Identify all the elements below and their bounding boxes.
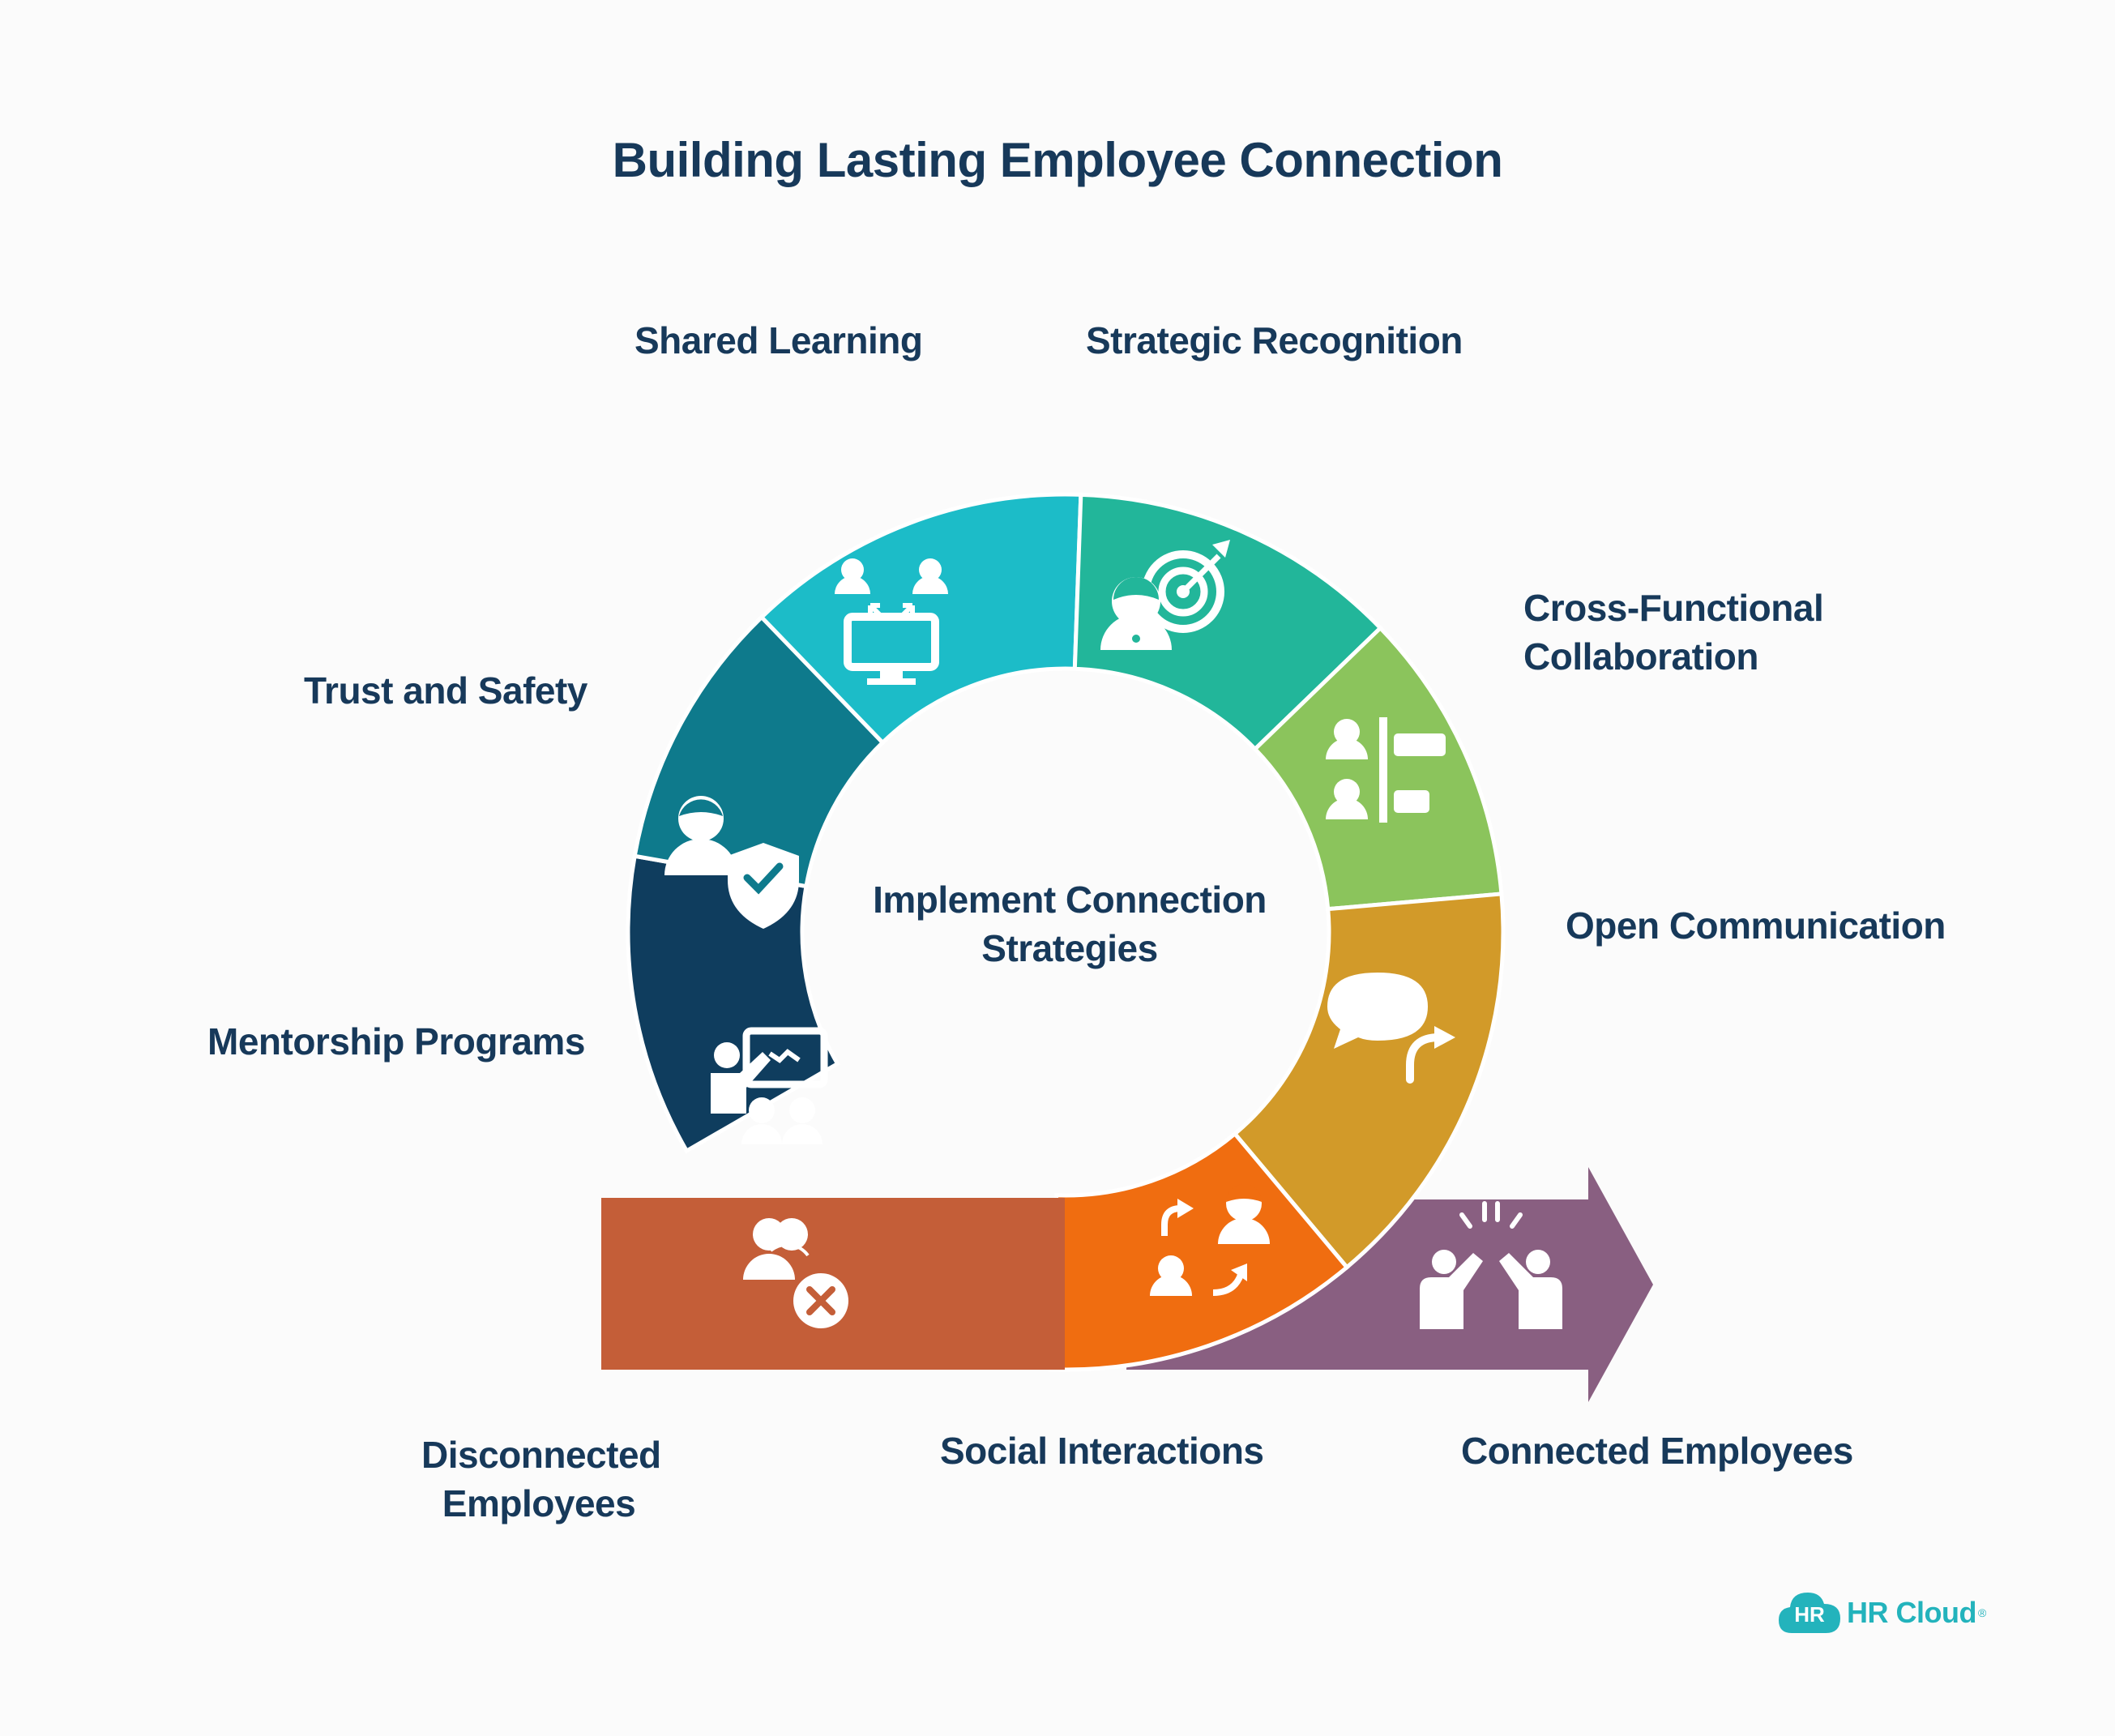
label-open-communication: Open Communication bbox=[1566, 904, 1946, 947]
brand-mark: ® bbox=[1977, 1606, 1987, 1619]
label-connected-employees: Connected Employees bbox=[1461, 1430, 1853, 1472]
label-cross-functional-line-2: Collaboration bbox=[1523, 635, 1758, 678]
people-computer-icon bbox=[835, 558, 948, 685]
brand-logo: HR HR Cloud ® bbox=[1779, 1588, 1986, 1637]
speech-bubble-icon bbox=[1327, 973, 1455, 1084]
label-cross-functional-collaboration: Cross-Functional Collaboration bbox=[1523, 584, 1824, 681]
label-social-interactions: Social Interactions bbox=[940, 1430, 1264, 1472]
label-disconnected-line-1: Disconnected bbox=[421, 1434, 661, 1476]
ring-segment-communication bbox=[1232, 892, 1506, 1271]
high-five-icon bbox=[1420, 1201, 1562, 1329]
person-target-icon bbox=[1100, 540, 1230, 650]
center-label-line-2: Strategies bbox=[981, 927, 1158, 969]
label-cross-functional-line-1: Cross-Functional bbox=[1523, 587, 1824, 629]
brand-badge: HR bbox=[1794, 1602, 1825, 1627]
label-mentorship-programs: Mentorship Programs bbox=[207, 1020, 585, 1063]
label-trust-and-safety: Trust and Safety bbox=[304, 669, 588, 712]
center-label: Implement Connection Strategies bbox=[851, 875, 1288, 973]
page-title: Building Lasting Employee Connection bbox=[612, 133, 1503, 187]
cloud-icon: HR bbox=[1779, 1591, 1840, 1635]
person-shield-icon bbox=[664, 796, 799, 929]
center-label-line-1: Implement Connection bbox=[873, 879, 1267, 921]
presentation-icon bbox=[711, 1027, 828, 1144]
label-shared-learning: Shared Learning bbox=[634, 319, 923, 361]
brand-name: HR Cloud bbox=[1847, 1596, 1976, 1629]
label-disconnected-employees: Disconnected Employees bbox=[421, 1430, 661, 1528]
people-x-icon bbox=[743, 1218, 848, 1328]
people-hierarchy-icon bbox=[1326, 717, 1446, 823]
label-disconnected-line-2: Employees bbox=[442, 1482, 636, 1524]
label-strategic-recognition: Strategic Recognition bbox=[1086, 319, 1463, 361]
ring-segment-recognition bbox=[1072, 492, 1383, 752]
people-exchange-icon bbox=[1150, 1184, 1270, 1296]
